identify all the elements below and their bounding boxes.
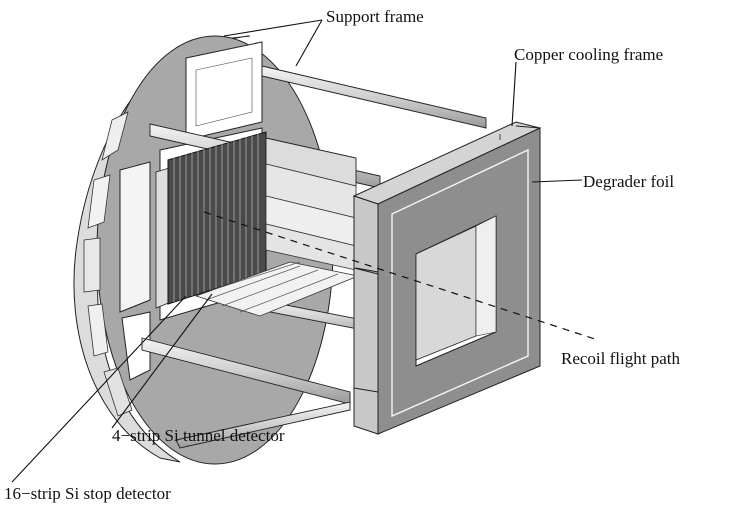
- label-tunnel-detector: 4−strip Si tunnel detector: [112, 426, 285, 445]
- label-stop-detector: 16−strip Si stop detector: [4, 484, 171, 503]
- tunnel-detector: [194, 137, 360, 317]
- label-copper-cooling-frame: Copper cooling frame: [514, 45, 664, 64]
- label-degrader-foil: Degrader foil: [583, 172, 675, 191]
- leader-lines: [11, 19, 583, 483]
- label-support-frame: Support frame: [326, 7, 424, 26]
- recoil-path-line: [203, 211, 599, 341]
- support-rods: [141, 65, 487, 449]
- copper-cooling-frame: [352, 121, 542, 435]
- stop-detector: [167, 131, 267, 305]
- label-recoil-flight-path: Recoil flight path: [561, 349, 680, 368]
